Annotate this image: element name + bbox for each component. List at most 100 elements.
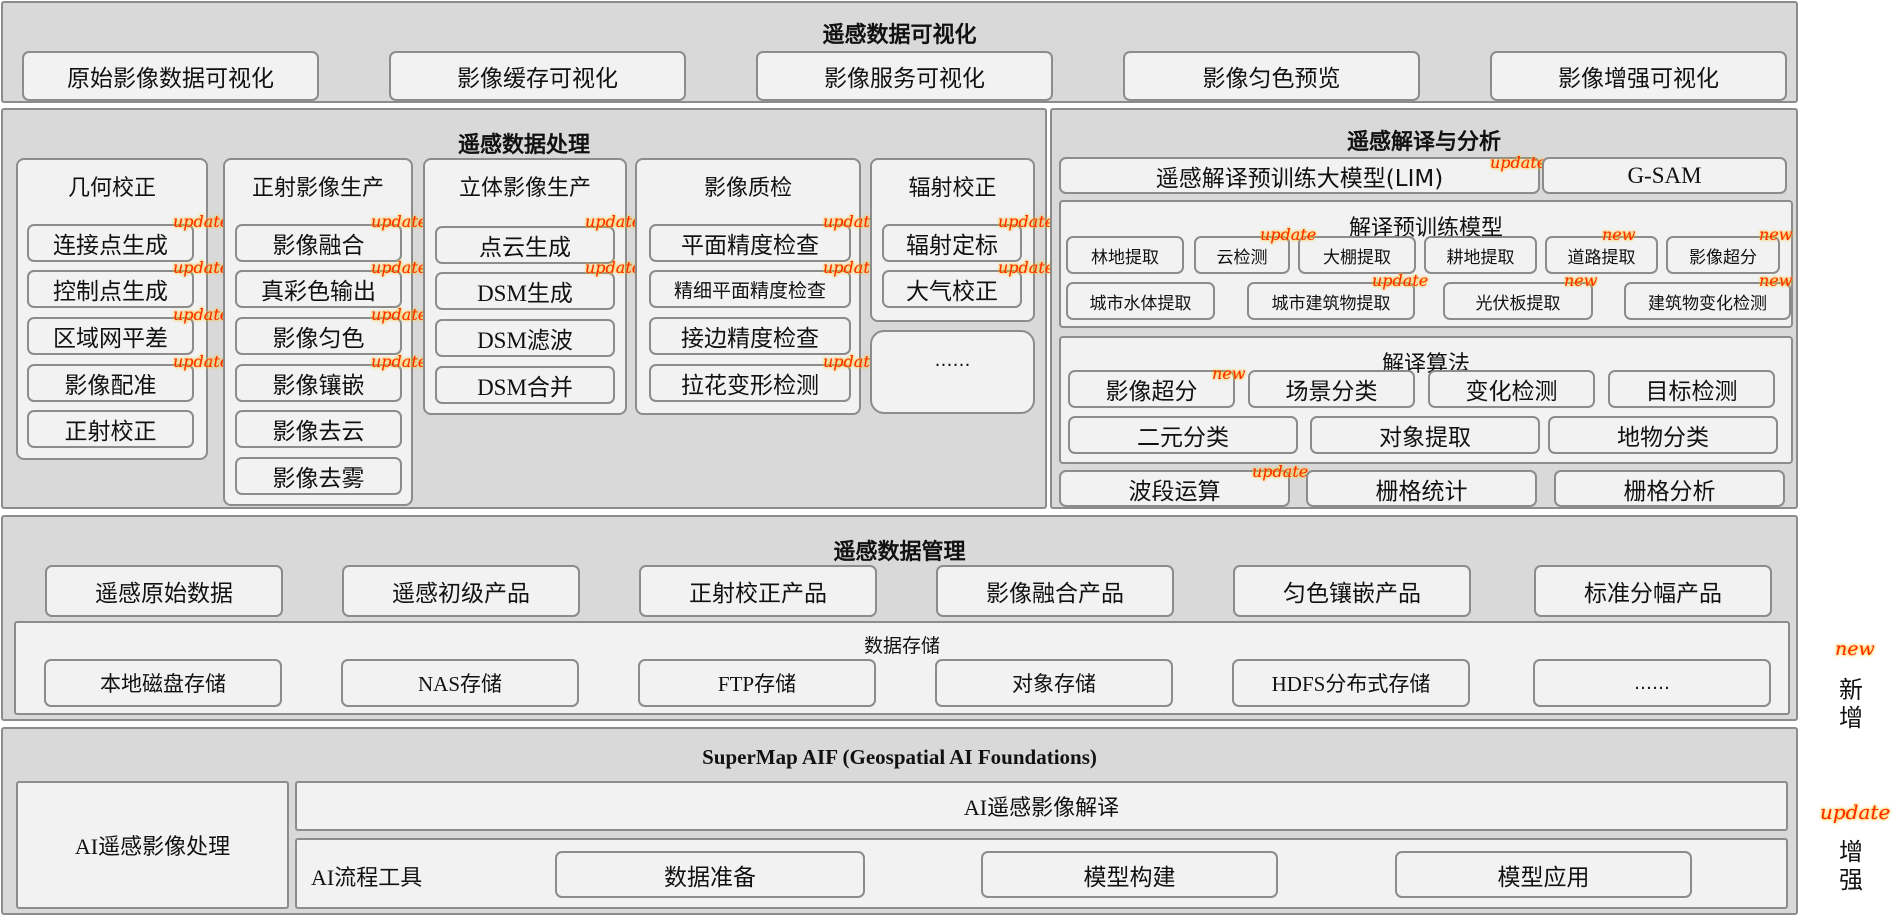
- primary-product[interactable]: 遥感初级产品: [342, 565, 580, 617]
- legend-update-char-1: 增: [1839, 838, 1863, 866]
- cloud-removal[interactable]: 影像去云: [235, 410, 402, 448]
- image-mosaic[interactable]: 影像镶嵌: [235, 364, 402, 402]
- algorithms-group: 解译算法 影像超分 场景分类 变化检测 目标检测 二元分类 对象提取 地物分类: [1059, 336, 1793, 464]
- planimetric-accuracy-check[interactable]: 平面精度检查: [649, 224, 851, 262]
- ai-image-processing[interactable]: AI遥感影像处理: [16, 781, 289, 909]
- new-tag: new: [1564, 271, 1598, 290]
- storage-more: ……: [1533, 659, 1771, 707]
- geometric-correction-group: 几何校正 连接点生成 控制点生成 区域网平差 影像配准 正射校正: [16, 158, 208, 460]
- mosaic-product[interactable]: 匀色镶嵌产品: [1233, 565, 1471, 617]
- lim-model[interactable]: 遥感解译预训练大模型(LIM): [1059, 157, 1540, 194]
- cloud-detection[interactable]: 云检测: [1194, 236, 1290, 274]
- block-adjustment[interactable]: 区域网平差: [27, 317, 194, 355]
- image-fusion[interactable]: 影像融合: [235, 224, 402, 262]
- update-tag: update: [998, 212, 1055, 231]
- pv-panel-extraction[interactable]: 光伏板提取: [1443, 282, 1593, 320]
- raster-statistics[interactable]: 栅格统计: [1306, 470, 1537, 507]
- edge-accuracy-check[interactable]: 接边精度检查: [649, 317, 851, 355]
- orthorectification[interactable]: 正射校正: [27, 410, 194, 448]
- band-math[interactable]: 波段运算: [1059, 470, 1290, 507]
- update-tag: update: [998, 258, 1055, 277]
- storage-group: 数据存储 本地磁盘存储 NAS存储 FTP存储 对象存储 HDFS分布式存储 ……: [14, 621, 1790, 715]
- haze-removal[interactable]: 影像去雾: [235, 457, 402, 495]
- urban-water-extraction[interactable]: 城市水体提取: [1066, 282, 1215, 320]
- radiometric-calibration[interactable]: 辐射定标: [882, 224, 1022, 262]
- true-color-output[interactable]: 真彩色输出: [235, 270, 402, 308]
- forest-extraction[interactable]: 林地提取: [1066, 236, 1184, 274]
- g-sam-model[interactable]: G-SAM: [1542, 157, 1787, 194]
- interpretation-title: 遥感解译与分析: [1346, 130, 1501, 155]
- nas-storage[interactable]: NAS存储: [341, 659, 579, 707]
- object-storage[interactable]: 对象存储: [935, 659, 1173, 707]
- update-tag: update: [173, 305, 230, 324]
- ai-image-interpretation[interactable]: AI遥感影像解译: [295, 781, 1788, 831]
- update-tag: update: [173, 258, 230, 277]
- update-tag: update: [823, 352, 880, 371]
- model-application[interactable]: 模型应用: [1395, 851, 1692, 898]
- new-tag: new: [1759, 271, 1793, 290]
- alg-object-detection[interactable]: 目标检测: [1608, 370, 1775, 408]
- tie-point-generation[interactable]: 连接点生成: [27, 224, 194, 262]
- alg-object-extraction[interactable]: 对象提取: [1310, 416, 1540, 454]
- radiometric-correction-group: 辐射校正 辐射定标 大气校正: [870, 158, 1035, 322]
- point-cloud-generation[interactable]: 点云生成: [435, 226, 615, 264]
- image-registration[interactable]: 影像配准: [27, 364, 194, 402]
- legend-new-char-2: 增: [1839, 704, 1863, 732]
- standard-sheet-product[interactable]: 标准分幅产品: [1534, 565, 1772, 617]
- update-tag: update: [823, 212, 880, 231]
- quality-check-title: 影像质检: [703, 176, 792, 201]
- distortion-detection[interactable]: 拉花变形检测: [649, 364, 851, 402]
- fine-planimetric-accuracy-check[interactable]: 精细平面精度检查: [649, 270, 851, 308]
- color-balance[interactable]: 影像匀色: [235, 317, 402, 355]
- processing-panel: 遥感数据处理 几何校正 连接点生成 控制点生成 区域网平差 影像配准 正射校正 …: [1, 108, 1054, 509]
- geometric-correction-title: 几何校正: [67, 176, 156, 201]
- vis-item-raw-image[interactable]: 原始影像数据可视化: [22, 51, 319, 101]
- aif-title: SuperMap AIF (Geospatial AI Foundations): [702, 745, 1097, 769]
- dsm-filtering[interactable]: DSM滤波: [435, 319, 615, 357]
- storage-title: 数据存储: [863, 635, 940, 657]
- vis-item-color-balance-preview[interactable]: 影像匀色预览: [1123, 51, 1420, 101]
- stereo-production-group: 立体影像生产 点云生成 DSM生成 DSM滤波 DSM合并: [423, 158, 627, 415]
- update-tag: update: [173, 212, 230, 231]
- urban-building-extraction[interactable]: 城市建筑物提取: [1247, 282, 1415, 320]
- atmospheric-correction[interactable]: 大气校正: [882, 270, 1022, 308]
- legend-update-tag: update: [1820, 800, 1891, 824]
- ftp-storage[interactable]: FTP存储: [638, 659, 876, 707]
- vis-item-image-enhance[interactable]: 影像增强可视化: [1490, 51, 1787, 101]
- legend-new-char-1: 新: [1839, 676, 1863, 704]
- raw-data-product[interactable]: 遥感原始数据: [45, 565, 283, 617]
- alg-binary-classification[interactable]: 二元分类: [1068, 416, 1298, 454]
- alg-scene-classification[interactable]: 场景分类: [1248, 370, 1415, 408]
- vis-item-image-service[interactable]: 影像服务可视化: [756, 51, 1053, 101]
- greenhouse-extraction[interactable]: 大棚提取: [1298, 236, 1416, 274]
- control-point-generation[interactable]: 控制点生成: [27, 270, 194, 308]
- dsm-merge[interactable]: DSM合并: [435, 366, 615, 404]
- alg-super-resolution[interactable]: 影像超分: [1068, 370, 1235, 408]
- data-preparation[interactable]: 数据准备: [555, 851, 865, 898]
- raster-analysis[interactable]: 栅格分析: [1554, 470, 1785, 507]
- model-building[interactable]: 模型构建: [981, 851, 1278, 898]
- dsm-generation[interactable]: DSM生成: [435, 272, 615, 310]
- radiometric-correction-title: 辐射校正: [908, 176, 997, 201]
- processing-more: ……: [870, 330, 1035, 414]
- alg-land-cover-classification[interactable]: 地物分类: [1548, 416, 1778, 454]
- update-tag: update: [1490, 153, 1547, 172]
- update-tag: update: [1252, 462, 1309, 481]
- building-change-detection[interactable]: 建筑物变化检测: [1624, 282, 1791, 320]
- vis-item-image-cache[interactable]: 影像缓存可视化: [389, 51, 686, 101]
- stereo-production-title: 立体影像生产: [458, 176, 591, 201]
- alg-change-detection[interactable]: 变化检测: [1428, 370, 1595, 408]
- ortho-production-group: 正射影像生产 影像融合 真彩色输出 影像匀色 影像镶嵌 影像去云 影像去雾: [223, 158, 413, 506]
- fusion-product[interactable]: 影像融合产品: [936, 565, 1174, 617]
- local-disk-storage[interactable]: 本地磁盘存储: [44, 659, 282, 707]
- ortho-product[interactable]: 正射校正产品: [639, 565, 877, 617]
- processing-title: 遥感数据处理: [457, 133, 590, 158]
- update-tag: update: [371, 305, 428, 324]
- road-extraction[interactable]: 道路提取: [1545, 236, 1658, 274]
- hdfs-storage[interactable]: HDFS分布式存储: [1232, 659, 1470, 707]
- super-resolution-model[interactable]: 影像超分: [1666, 236, 1780, 274]
- ai-image-interpretation-label: AI遥感影像解译: [963, 795, 1120, 820]
- visualization-panel: 遥感数据可视化 原始影像数据可视化 影像缓存可视化 影像服务可视化 影像匀色预览…: [1, 1, 1798, 103]
- management-title: 遥感数据管理: [833, 540, 966, 565]
- farmland-extraction[interactable]: 耕地提取: [1424, 236, 1537, 274]
